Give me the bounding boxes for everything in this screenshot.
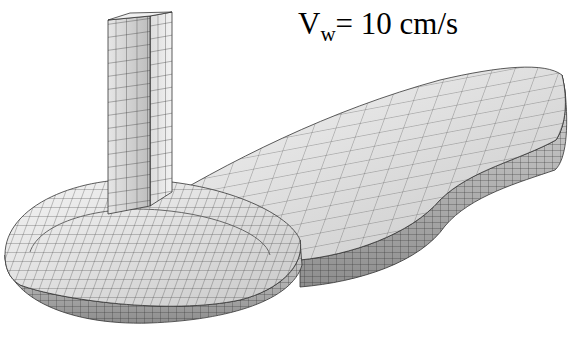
velocity-symbol: V [298,6,320,41]
velocity-value: = 10 cm/s [336,6,459,41]
velocity-subscript: w [320,22,335,46]
velocity-label: Vw= 10 cm/s [298,6,458,47]
